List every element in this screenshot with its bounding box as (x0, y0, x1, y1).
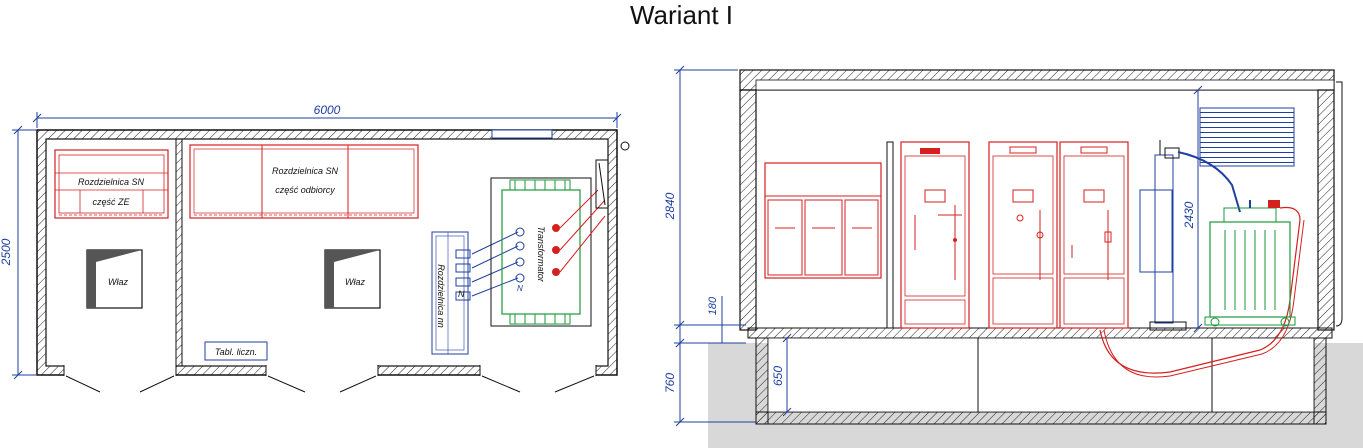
section-dim-basement-label: 760 (663, 373, 677, 393)
hatch-right-label: Właz (345, 277, 365, 287)
lv-board-label: Rozdzielnica nn (436, 264, 446, 328)
diagram-title: Wariant I (629, 0, 734, 30)
section-dim-total-label: 2840 (663, 192, 677, 220)
switchgear-ze-plan (54, 149, 169, 219)
section-basement-floor (755, 411, 1327, 425)
transformer-section (1204, 200, 1296, 327)
lv-board-section (1139, 140, 1187, 331)
switchgear-ze-section (764, 141, 894, 329)
lv-n-label: N (458, 289, 465, 299)
switchgear-cubicle-1 (900, 141, 970, 329)
switchgear-cubicle-2 (988, 141, 1058, 329)
plan-top-vent (491, 129, 553, 139)
plan-width-dimension (32, 112, 622, 128)
section-dim-inner-height-label: 2430 (1182, 201, 1196, 229)
section-dim-basement-inner (782, 333, 792, 417)
plan-view: 6000 2500 Rozdzielnica SN częś (0, 103, 630, 393)
transformer-plan-label: Transformator (536, 226, 546, 283)
switchgear-receiver-plan (189, 144, 419, 219)
meter-board-label: Tabl. liczn. (215, 347, 257, 357)
hatch-right (324, 249, 381, 309)
switchgear-ze-sub: część ZE (92, 197, 130, 207)
plan-height-label: 2500 (0, 238, 13, 266)
section-view: 2840 180 760 650 2430 (663, 65, 1363, 448)
plan-earthing-point (620, 141, 630, 151)
section-dim-inner-height (1193, 85, 1203, 333)
switchgear-cubicle-3 (1059, 141, 1129, 329)
plan-height-dimension (12, 125, 36, 380)
section-right-wall (1317, 89, 1335, 331)
section-left-wall (739, 89, 757, 331)
transformer-plan (490, 159, 609, 327)
section-dim-plinth-label: 180 (707, 296, 719, 315)
meter-board (204, 341, 268, 361)
plan-width-label: 6000 (314, 103, 341, 117)
switchgear-receiver-sub: część odbiorcy (275, 185, 335, 195)
transformer-n-label: N (517, 284, 523, 293)
section-dim-total (674, 65, 746, 348)
plan-partition-wall (175, 138, 183, 367)
section-floor-slab (747, 327, 1333, 339)
section-dim-basement (674, 343, 756, 427)
switchgear-receiver-title: Rozdzielnica SN (272, 166, 339, 176)
hatch-left-label: Właz (108, 277, 128, 287)
ventilation-louver (1199, 107, 1295, 167)
lv-board-plan (431, 231, 519, 355)
switchgear-ze-title: Rozdzielnica SN (78, 177, 145, 187)
plan-doors (63, 365, 597, 393)
section-dim-basement-inner-label: 650 (771, 366, 785, 386)
hatch-left (86, 249, 143, 309)
